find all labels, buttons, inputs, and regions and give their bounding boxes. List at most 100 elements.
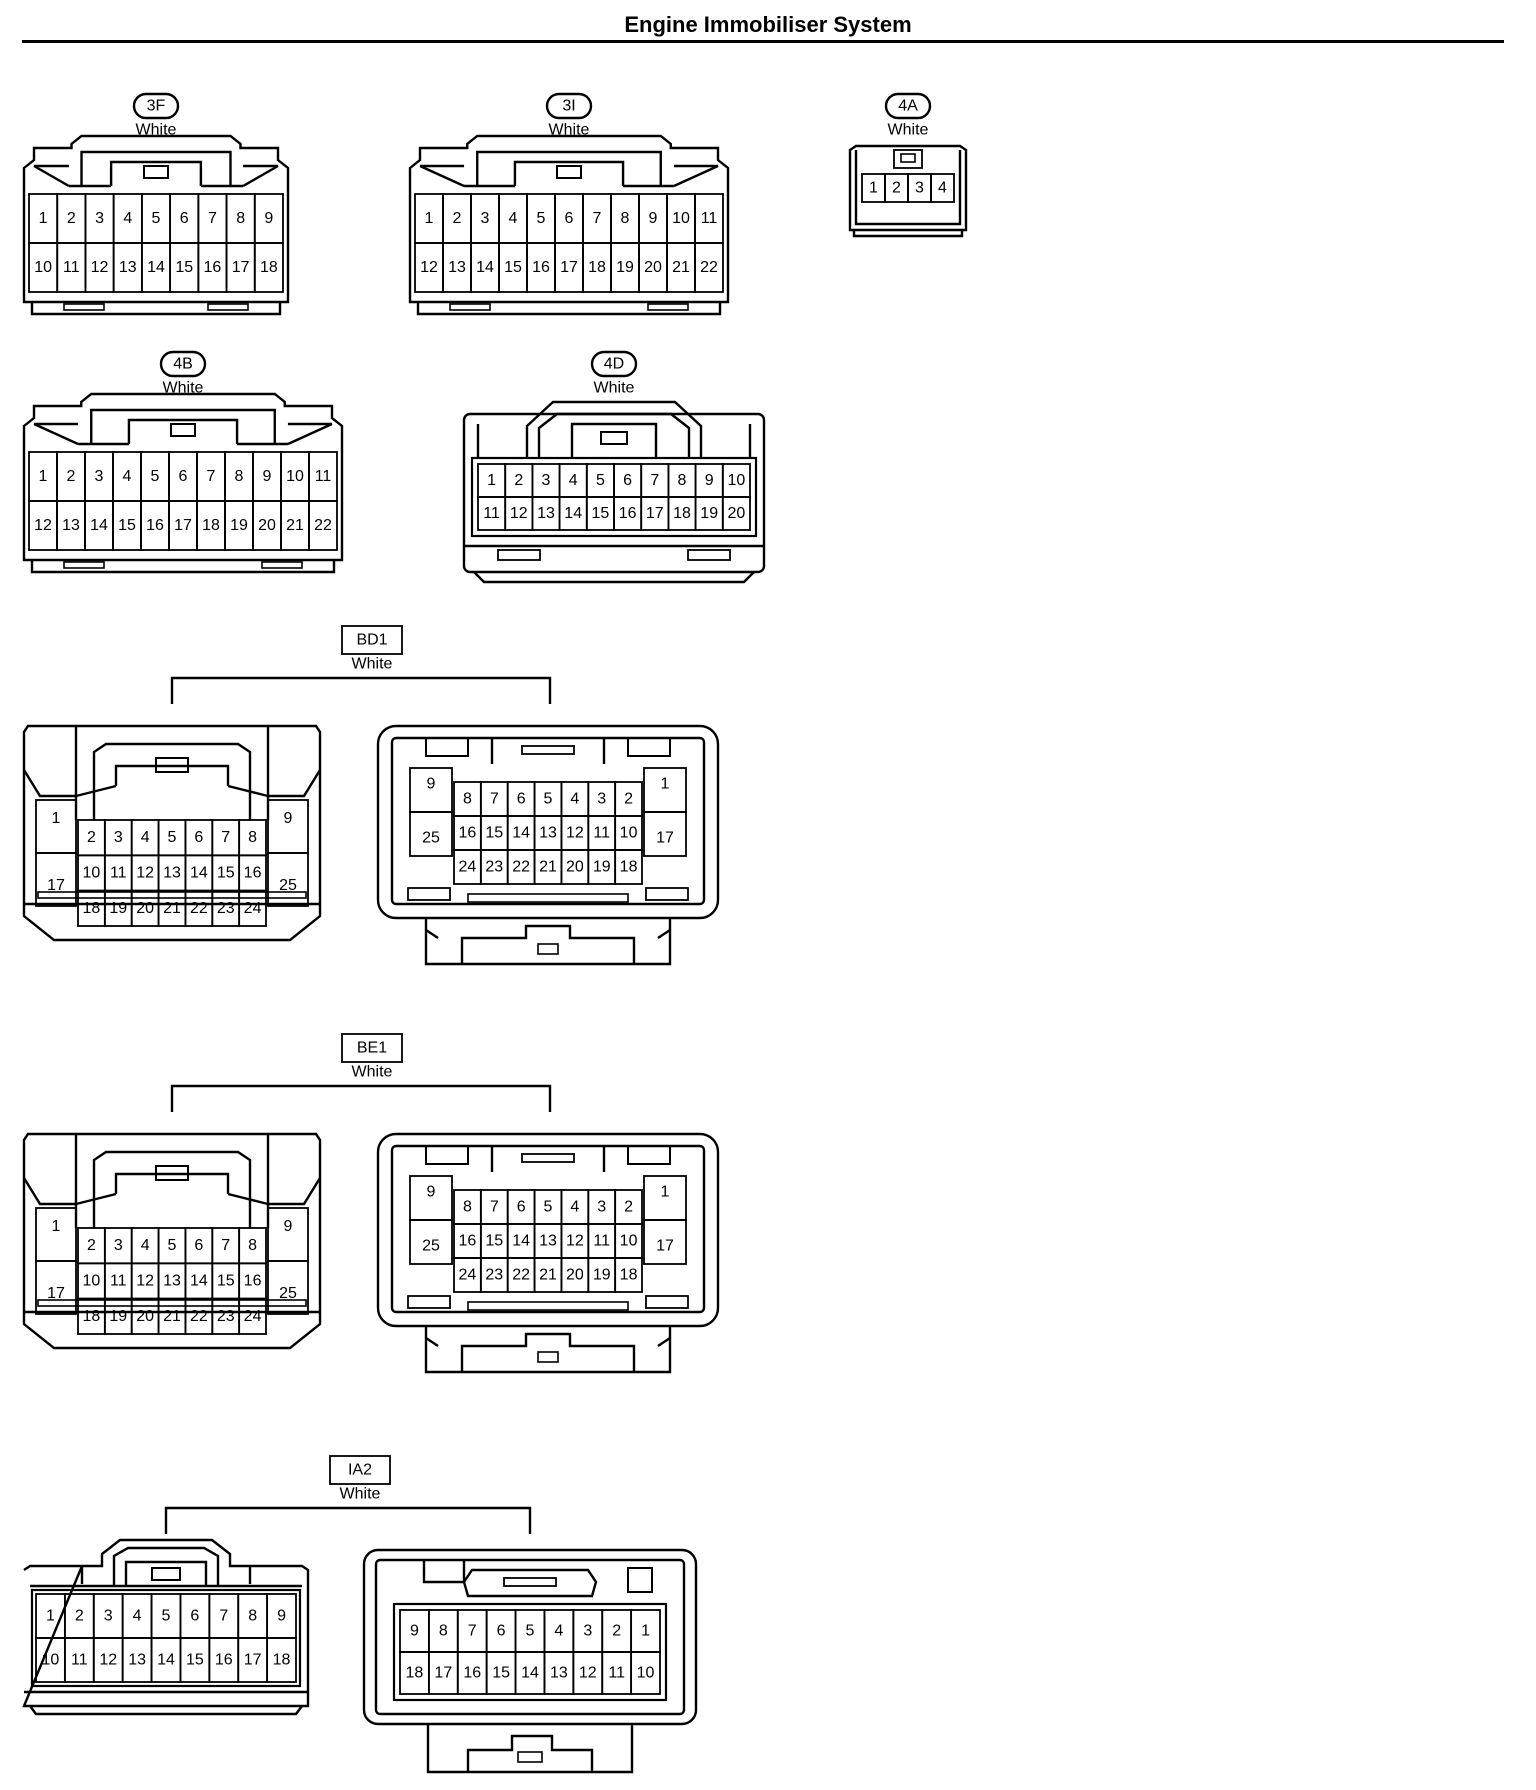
pin-number: 3 [114,829,123,846]
pin-number: 13 [163,865,181,882]
pin-cell [35,1260,77,1315]
pin-number: 7 [207,468,216,485]
pin-number: 19 [230,517,248,534]
pin-number: 20 [136,900,154,917]
pin-number: 21 [286,517,304,534]
pin-number: 2 [87,829,96,846]
pin-number: 9 [427,1184,436,1201]
pin-number: 12 [579,1665,597,1682]
pin-number: 2 [453,210,462,227]
pin-number: 12 [99,1652,117,1669]
pin-number: 9 [284,1218,293,1235]
pin-number: 25 [279,1285,297,1302]
pin-number: 13 [537,505,555,522]
pin-number: 19 [109,1308,127,1325]
pin-number: 7 [219,1608,228,1625]
pin-number: 19 [109,900,127,917]
pin-number: 8 [235,468,244,485]
pin-number: 7 [593,210,602,227]
pin-number: 16 [619,505,637,522]
pin-number: 6 [497,1623,506,1640]
title-rule [22,40,1504,43]
pin-number: 25 [279,877,297,894]
pin-number: 20 [644,259,662,276]
pin-number: 3 [597,791,606,808]
pin-number: 6 [517,1199,526,1216]
pin-number: 16 [204,259,222,276]
pin-number: 6 [623,472,632,489]
connector-id-badge [590,350,638,378]
pin-number: 15 [485,825,503,842]
pin-number: 7 [468,1623,477,1640]
pin-cell [238,889,267,927]
pin-number: 5 [168,1237,177,1254]
pin-number: 15 [186,1652,204,1669]
pin-number: 7 [650,472,659,489]
pin-number: 22 [190,1308,208,1325]
pin-number: 3 [583,1623,592,1640]
pin-number: 4 [123,210,132,227]
pin-number: 2 [87,1237,96,1254]
connector-color: White [340,1486,381,1503]
pin-number: 10 [637,1665,655,1682]
pin-number: 6 [517,791,526,808]
pin-number: 22 [314,517,332,534]
connector-color: White [594,380,635,397]
pin-cell [253,242,284,293]
connector-color: White [163,380,204,397]
pin-number: 7 [208,210,217,227]
pin-number: 16 [146,517,164,534]
pin-number: 11 [701,210,718,227]
pin-number: 1 [487,472,496,489]
pin-number: 14 [521,1665,539,1682]
pin-number: 9 [649,210,658,227]
pin-number: 8 [439,1623,448,1640]
pin-number: 1 [425,210,434,227]
pin-number: 10 [620,825,638,842]
pin-number: 4 [570,1199,579,1216]
pin-number: 3 [542,472,551,489]
pin-cell [614,1257,643,1293]
pin-cell [409,1219,453,1265]
pin-number: 16 [215,1652,233,1669]
connector-color: White [352,656,393,673]
pin-cell [614,849,643,885]
pin-number: 3 [915,180,924,197]
pin-number: 3 [95,468,104,485]
pin-number: 4 [141,829,150,846]
pin-number: 21 [539,859,557,876]
pin-number: 18 [588,259,606,276]
pin-number: 14 [190,1273,208,1290]
pin-number: 20 [136,1308,154,1325]
pin-number: 16 [459,1233,477,1250]
pin-number: 8 [248,1237,257,1254]
pin-number: 2 [67,468,76,485]
pin-number: 6 [180,210,189,227]
pin-number: 5 [168,829,177,846]
pin-number: 25 [422,830,440,847]
pin-number: 3 [114,1237,123,1254]
pin-number: 6 [190,1608,199,1625]
pin-number: 11 [315,468,332,485]
pin-number: 9 [277,1608,286,1625]
pin-number: 9 [263,468,272,485]
pin-number: 13 [448,259,466,276]
pin-number: 11 [110,865,127,882]
pin-number: 1 [661,1184,670,1201]
pin-number: 24 [244,1308,262,1325]
pin-number: 14 [512,825,530,842]
pin-number: 12 [566,825,584,842]
pin-number: 14 [476,259,494,276]
pin-number: 7 [221,1237,230,1254]
